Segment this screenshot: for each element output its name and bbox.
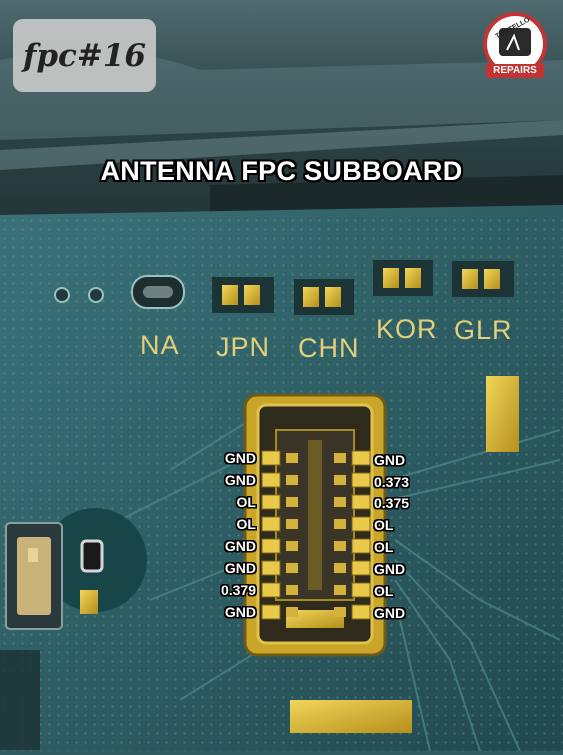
connector-contact bbox=[334, 541, 346, 551]
pin-label-right-4: OL bbox=[374, 517, 394, 533]
connector-pin-left bbox=[261, 494, 281, 510]
pin-label-left-3: OL bbox=[236, 494, 256, 510]
connector-pin-left bbox=[261, 472, 281, 488]
connector-contact bbox=[334, 519, 346, 529]
silk-label-jpn: JPN bbox=[216, 332, 271, 362]
pin-label-right-6: GND bbox=[374, 561, 406, 577]
connector-contact bbox=[334, 453, 346, 463]
connector-pin-left bbox=[261, 560, 281, 576]
pin-label-right-8: GND bbox=[374, 605, 406, 621]
silk-label-na: NA bbox=[140, 330, 180, 360]
connector-pin-right bbox=[351, 450, 371, 466]
connector-pin-right bbox=[351, 560, 371, 576]
fpc-number-tag: fpc#16 bbox=[13, 19, 156, 92]
pin-label-left-7: 0.379 bbox=[220, 582, 256, 598]
pin-label-left-1: GND bbox=[224, 450, 256, 466]
connector-pin-right bbox=[351, 538, 371, 554]
connector-pin-right bbox=[351, 516, 371, 532]
pin-label-right-7: OL bbox=[374, 583, 394, 599]
connector-pin-left bbox=[261, 582, 281, 598]
pin-label-left-2: GND bbox=[224, 472, 256, 488]
connector-contact bbox=[286, 519, 298, 529]
silk-label-kor: KOR bbox=[376, 314, 438, 344]
pin-label-right-3: 0.375 bbox=[374, 495, 410, 511]
connector-contact bbox=[286, 475, 298, 485]
connector-contact bbox=[286, 607, 298, 617]
connector-pin-left bbox=[261, 516, 281, 532]
connector-pin-left bbox=[261, 604, 281, 620]
connector-contact bbox=[334, 607, 346, 617]
connector-contact bbox=[286, 585, 298, 595]
silk-label-chn: CHN bbox=[298, 333, 360, 363]
pin-label-left-5: GND bbox=[224, 538, 256, 554]
connector-pin-right bbox=[351, 472, 371, 488]
connector-contact bbox=[334, 475, 346, 485]
pin-label-right-1: GND bbox=[374, 452, 406, 468]
pin-label-left-4: OL bbox=[236, 516, 256, 532]
board-title: ANTENNA FPC SUBBOARD bbox=[100, 156, 463, 186]
pin-label-right-5: OL bbox=[374, 539, 394, 555]
logo-badge bbox=[483, 12, 547, 78]
connector-contact bbox=[334, 585, 346, 595]
connector-pin-right bbox=[351, 582, 371, 598]
connector-pin-left bbox=[261, 450, 281, 466]
logo-bottom-text: REPAIRS bbox=[493, 65, 537, 76]
connector-contact bbox=[286, 497, 298, 507]
connector-contact bbox=[286, 563, 298, 573]
connector-contact bbox=[286, 541, 298, 551]
connector-contact bbox=[334, 497, 346, 507]
pin-label-right-2: 0.373 bbox=[374, 474, 410, 490]
connector-contact bbox=[286, 453, 298, 463]
connector-pin-left bbox=[261, 538, 281, 554]
silk-label-glr: GLR bbox=[454, 315, 513, 345]
connector-pin-right bbox=[351, 494, 371, 510]
connector-contact bbox=[334, 563, 346, 573]
pin-label-left-8: GND bbox=[224, 604, 256, 620]
connector-pin-right bbox=[351, 604, 371, 620]
pin-label-left-6: GND bbox=[224, 560, 256, 576]
